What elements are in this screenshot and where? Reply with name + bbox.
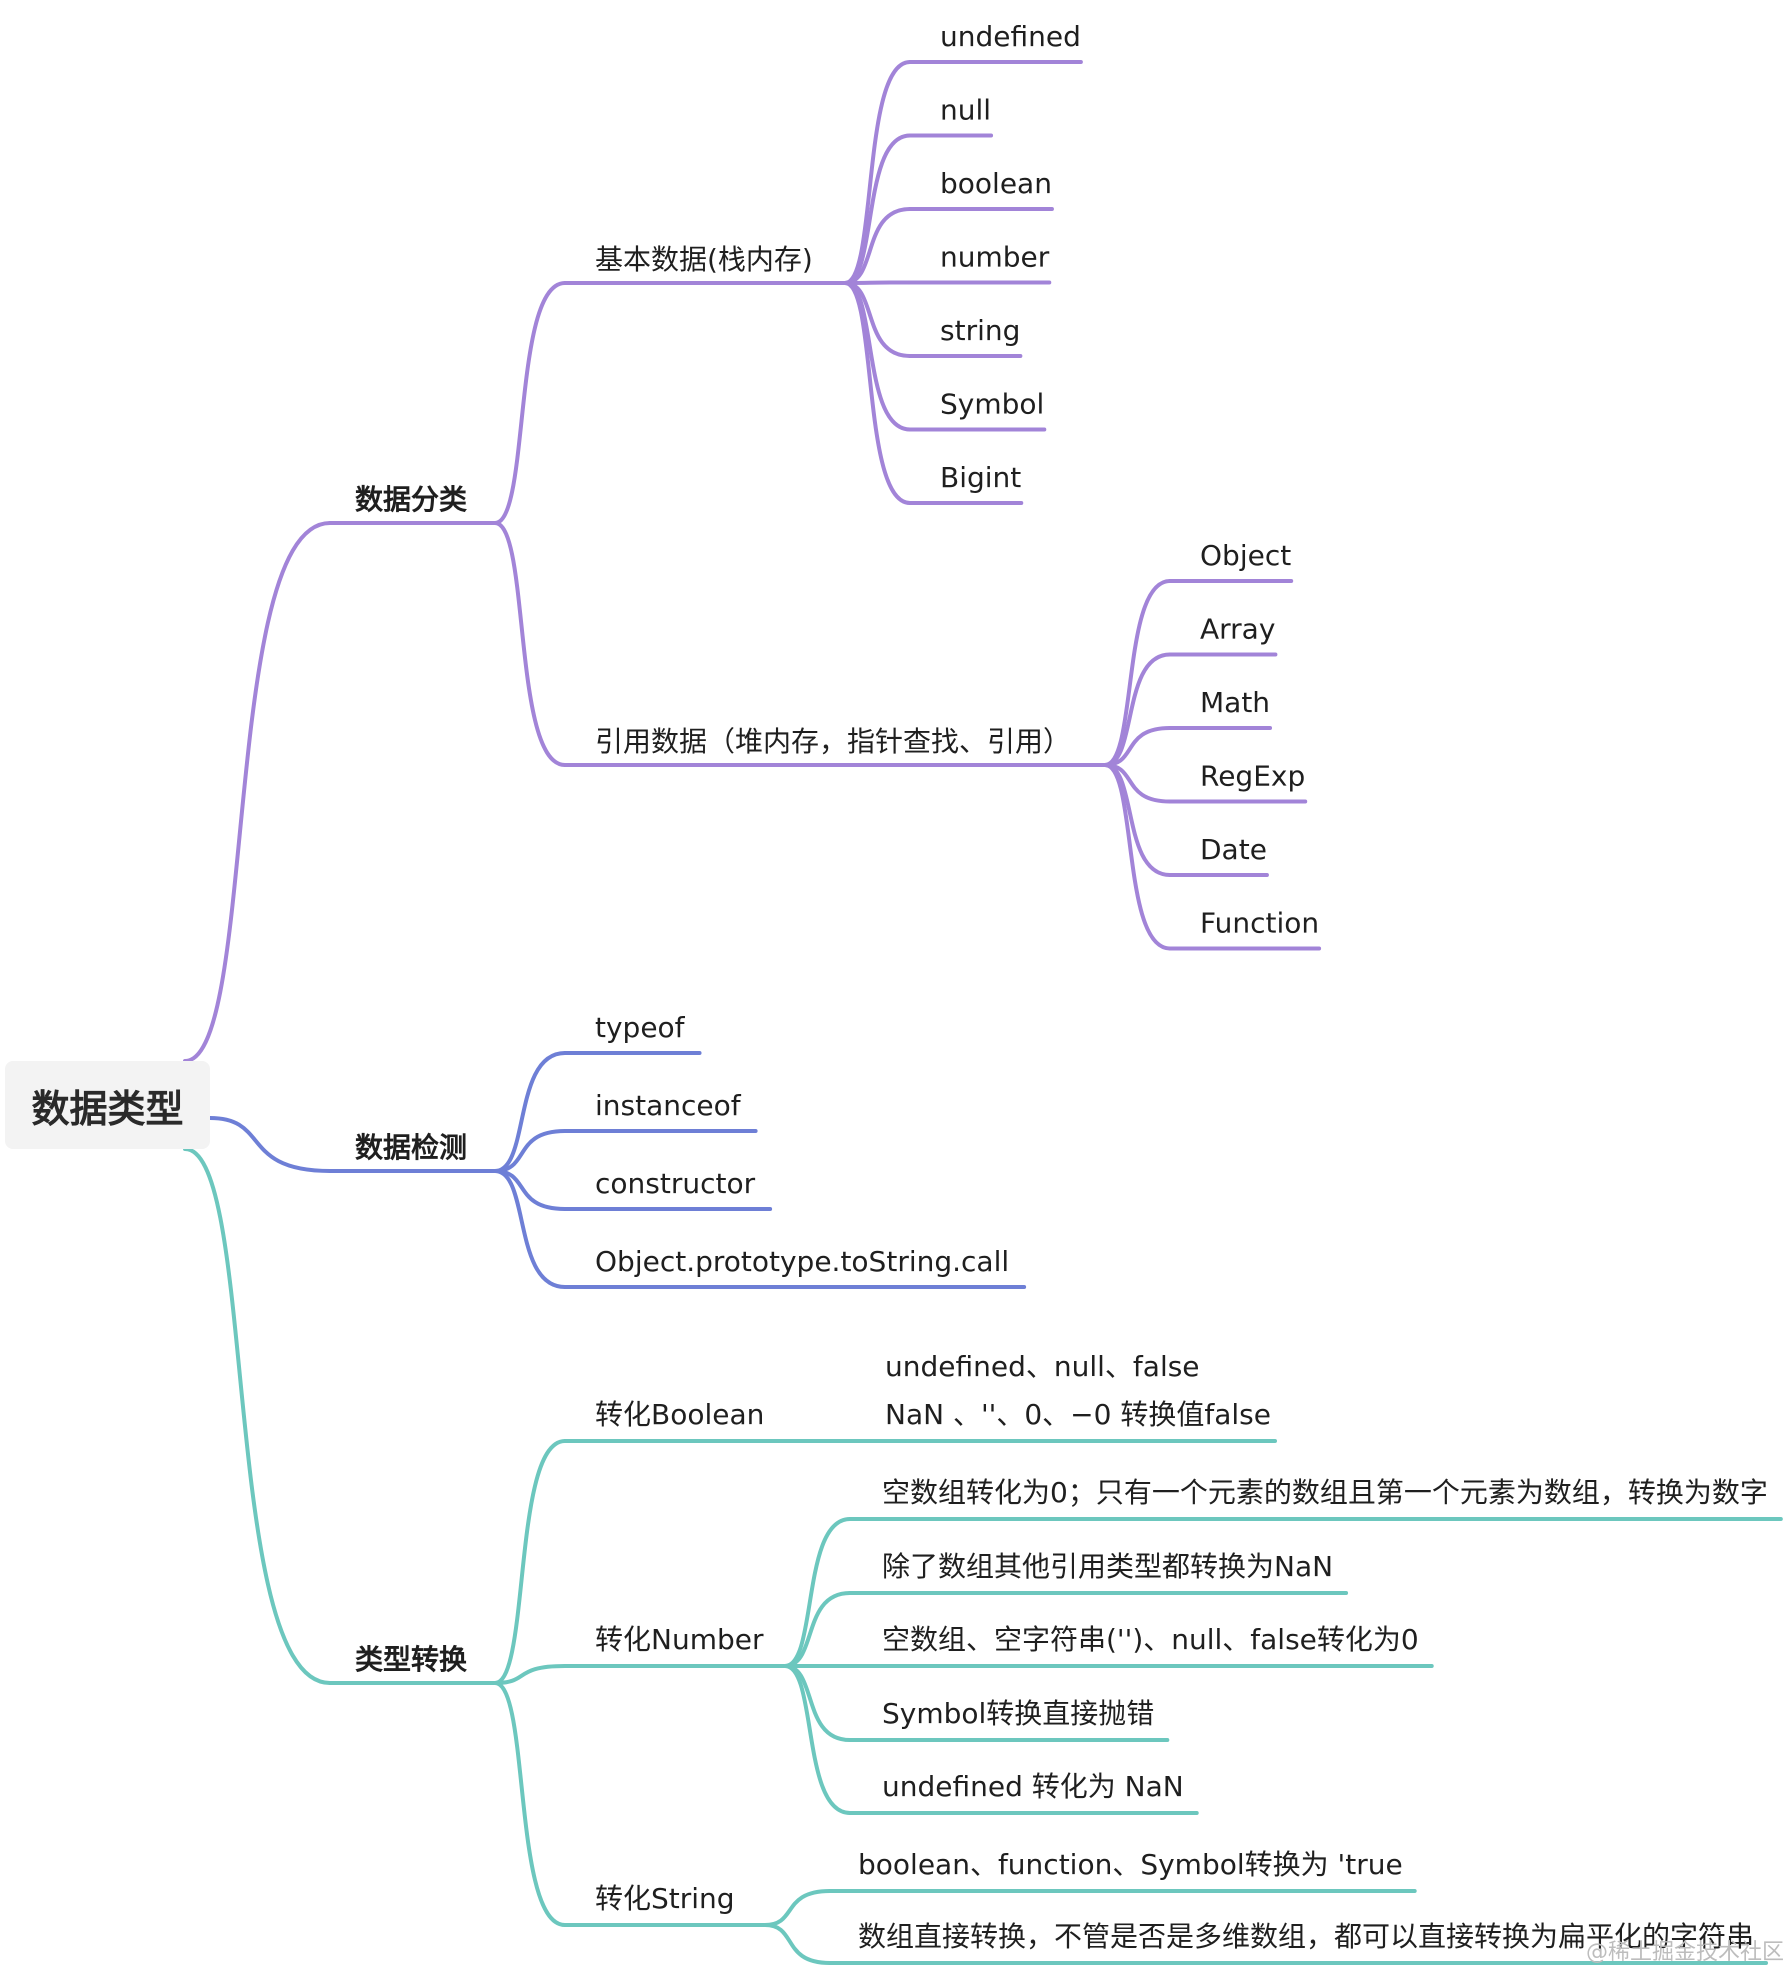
string-leaf-0[interactable]: boolean、function、Symbol转换为 'true <box>858 1848 1403 1881</box>
leaf-1-4[interactable]: Date <box>1200 833 1267 866</box>
edge-sub-1-leaf-0 <box>1103 579 1172 767</box>
edge-detect-leaf-0 <box>493 1051 567 1173</box>
leaf-1-0[interactable]: Object <box>1200 539 1291 572</box>
sub-node-0[interactable]: 基本数据(栈内存) <box>595 243 813 276</box>
detect-leaf-3[interactable]: Object.prototype.toString.call <box>595 1245 1009 1278</box>
leaf-1-1[interactable]: Array <box>1200 613 1275 646</box>
leaf-1-3[interactable]: RegExp <box>1200 760 1305 793</box>
edge-string-leaf-1 <box>763 1923 832 1965</box>
leaf-0-2[interactable]: boolean <box>940 167 1052 200</box>
leaf-0-1[interactable]: null <box>940 94 991 127</box>
detect-leaf-2[interactable]: constructor <box>595 1167 756 1200</box>
branch-detect[interactable]: 数据检测 <box>355 1131 467 1164</box>
edge-root-to-detect <box>208 1116 332 1173</box>
edge-number-leaf-3 <box>783 1664 852 1742</box>
boolean-note-1[interactable]: NaN 、''、0、−0 转换值false <box>885 1398 1271 1431</box>
edge-convert-boolean <box>493 1439 567 1685</box>
edge-sub-1-leaf-1 <box>1103 652 1172 767</box>
branch-convert[interactable]: 类型转换 <box>355 1643 468 1676</box>
number-leaf-3[interactable]: Symbol转换直接抛错 <box>882 1697 1154 1730</box>
leaf-0-5[interactable]: Symbol <box>940 388 1044 421</box>
watermark: @稀土掘金技术社区 <box>1585 1940 1784 1965</box>
mind-map-edges <box>183 60 1783 1965</box>
leaf-1-5[interactable]: Function <box>1200 907 1319 940</box>
edge-sub-1-leaf-2 <box>1103 726 1172 767</box>
leaf-0-4[interactable]: string <box>940 314 1020 347</box>
number-leaf-2[interactable]: 空数组、空字符串('')、null、false转化为0 <box>882 1623 1419 1656</box>
edge-sub-0-leaf-1 <box>843 133 912 285</box>
sub-node-1[interactable]: 引用数据（堆内存，指针查找、引用） <box>595 725 1071 758</box>
leaf-0-3[interactable]: number <box>940 241 1050 274</box>
edge-detect-leaf-1 <box>493 1129 567 1173</box>
edge-convert-string <box>493 1681 567 1927</box>
edge-root-to-convert <box>183 1147 332 1685</box>
root-node[interactable]: 数据类型 <box>5 1061 210 1149</box>
number-leaf-4[interactable]: undefined 转化为 NaN <box>882 1770 1184 1803</box>
leaf-0-0[interactable]: undefined <box>940 20 1081 53</box>
sub-number[interactable]: 转化Number <box>595 1623 764 1656</box>
edge-classify-to-sub-0 <box>493 281 567 525</box>
sub-string[interactable]: 转化String <box>595 1882 735 1915</box>
edge-sub-1-leaf-5 <box>1103 763 1172 951</box>
number-leaf-1[interactable]: 除了数组其他引用类型都转换为NaN <box>882 1550 1333 1583</box>
edge-number-leaf-0 <box>783 1517 852 1668</box>
leaf-1-2[interactable]: Math <box>1200 686 1270 719</box>
edge-detect-leaf-3 <box>493 1169 567 1289</box>
edge-classify-to-sub-1 <box>493 521 567 767</box>
edge-root-to-classify <box>183 521 332 1063</box>
boolean-note-0[interactable]: undefined、null、false <box>885 1350 1200 1383</box>
detect-leaf-1[interactable]: instanceof <box>595 1089 742 1122</box>
sub-boolean[interactable]: 转化Boolean <box>595 1398 764 1431</box>
edge-convert-number <box>493 1664 567 1685</box>
detect-leaf-0[interactable]: typeof <box>595 1011 686 1044</box>
number-leaf-0[interactable]: 空数组转化为0；只有一个元素的数组且第一个元素为数组，转换为数字 <box>882 1476 1768 1509</box>
edge-sub-0-leaf-6 <box>843 281 912 505</box>
edge-sub-0-leaf-3 <box>843 280 912 285</box>
edge-string-leaf-0 <box>763 1889 832 1927</box>
edge-sub-0-leaf-2 <box>843 207 912 285</box>
edge-sub-1-leaf-4 <box>1103 763 1172 877</box>
branch-classify[interactable]: 数据分类 <box>355 483 467 516</box>
string-leaf-1[interactable]: 数组直接转换，不管是否是多维数组，都可以直接转换为扁平化的字符串 <box>858 1920 1754 1953</box>
mind-map-labels: 数据分类 基本数据(栈内存) undefined null boolean number s… <box>355 20 1768 1953</box>
leaf-0-6[interactable]: Bigint <box>940 461 1021 494</box>
edge-number-leaf-4 <box>783 1664 852 1815</box>
edge-number-leaf-1 <box>783 1591 852 1668</box>
